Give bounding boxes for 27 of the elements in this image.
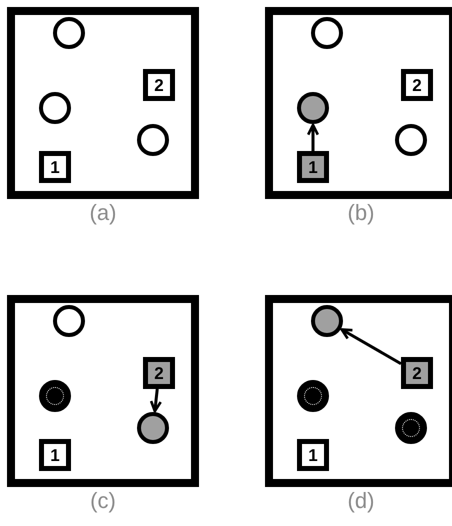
numbered-marker: 2	[143, 357, 175, 389]
arrow	[150, 388, 162, 412]
filled-circle	[395, 412, 427, 444]
numbered-marker: 2	[143, 69, 175, 101]
numbered-marker: 1	[297, 439, 329, 471]
arrow	[340, 328, 402, 366]
panel-caption: (d)	[348, 489, 374, 514]
filled-circle	[39, 380, 71, 412]
numbered-marker: 1	[39, 439, 71, 471]
numbered-marker: 2	[401, 69, 433, 101]
shaded-circle	[311, 305, 343, 337]
numbered-marker: 1	[39, 151, 71, 183]
arrow	[306, 124, 320, 151]
hollow-circle	[53, 305, 85, 337]
hollow-circle	[395, 124, 427, 156]
numbered-marker: 1	[297, 151, 329, 183]
panel-caption: (c)	[90, 489, 116, 514]
hollow-circle	[311, 17, 343, 49]
panel-caption: (a)	[90, 201, 116, 226]
shaded-circle	[137, 412, 169, 444]
shaded-circle	[297, 92, 329, 124]
hollow-circle	[137, 124, 169, 156]
filled-circle	[297, 380, 329, 412]
hollow-circle	[53, 17, 85, 49]
numbered-marker: 2	[401, 357, 433, 389]
panel-caption: (b)	[348, 201, 374, 226]
hollow-circle	[39, 92, 71, 124]
